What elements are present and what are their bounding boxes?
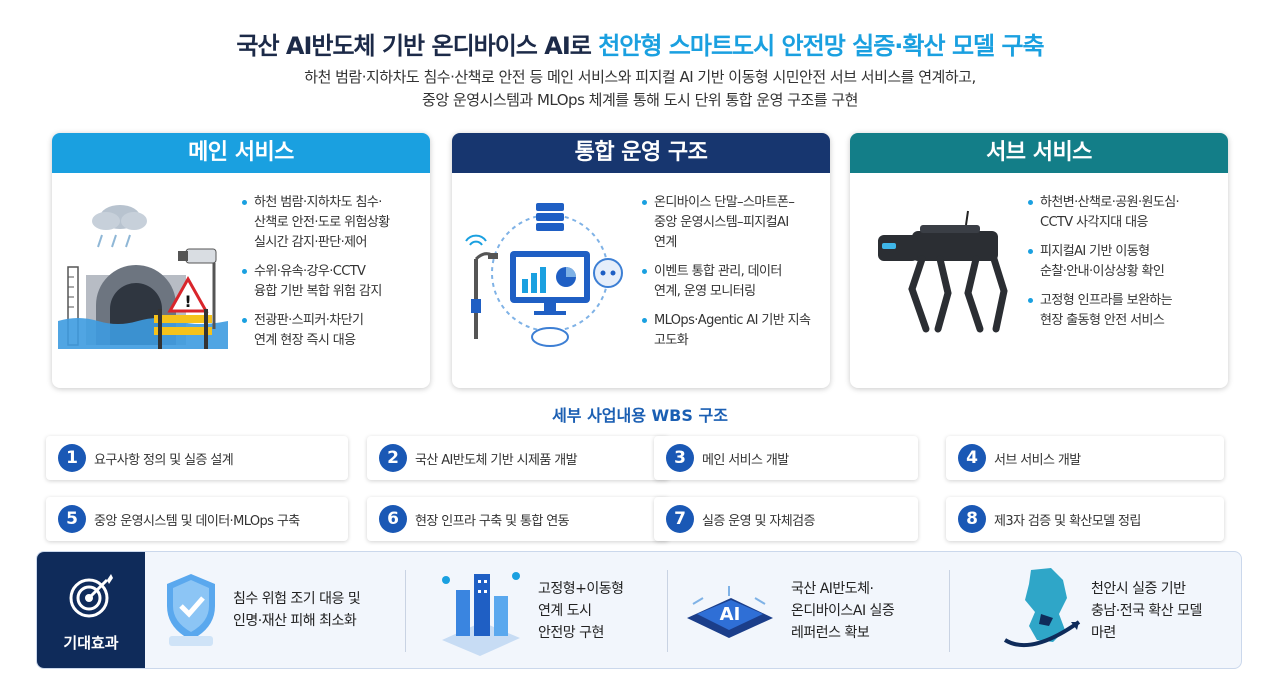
korea-map-icon bbox=[1003, 568, 1081, 648]
effect-item-1: 침수 위험 조기 대응 및 인명·재산 피해 최소화 bbox=[155, 552, 405, 668]
wbs-label-4: 서브 서비스 개발 bbox=[994, 452, 1081, 468]
effect-divider-2 bbox=[667, 570, 668, 652]
flood-tunnel-icon: ! bbox=[58, 205, 228, 349]
wbs-item-1: 1 요구사항 정의 및 실증 설계 bbox=[46, 436, 348, 480]
wbs-number-8: 8 bbox=[958, 505, 986, 533]
effect-text-1: 침수 위험 조기 대응 및 인명·재산 피해 최소화 bbox=[233, 591, 361, 629]
title-highlight: 천안형 스마트도시 안전망 실증·확산 모델 구축 bbox=[598, 32, 1044, 60]
robot-dog-icon bbox=[878, 210, 1008, 333]
ops-structure-card: 통합 운영 구조 bbox=[452, 133, 830, 388]
wbs-item-8: 8 제3자 검증 및 확산모델 정립 bbox=[946, 497, 1224, 541]
subtitle-line2: 중앙 운영시스템과 MLOps 체계를 통해 도시 단위 통합 운영 구조를 구… bbox=[422, 91, 858, 109]
wbs-item-5: 5 중앙 운영시스템 및 데이터·MLOps 구축 bbox=[46, 497, 348, 541]
main-service-bullets: 하천 범람·지하차도 침수· 산책로 안전·도로 위험상황 실시간 감지·판단·… bbox=[242, 193, 390, 360]
wbs-number-2: 2 bbox=[379, 444, 407, 472]
wbs-number-1: 1 bbox=[58, 444, 86, 472]
sub-service-card: 서브 서비스 하천변·산책로·공원·원도심· CCTV 사각지대 대응 피지컬A… bbox=[850, 133, 1228, 388]
effect-item-2: 고정형+이동형 연계 도시 안전망 구현 bbox=[422, 552, 667, 668]
effect-divider-3 bbox=[949, 570, 950, 652]
smart-city-icon bbox=[442, 572, 520, 656]
main-bullet-2: 수위·유속·강우·CCTV 융합 기반 복합 위험 감지 bbox=[242, 262, 390, 302]
wbs-label-7: 실증 운영 및 자체검증 bbox=[702, 513, 815, 529]
wbs-number-5: 5 bbox=[58, 505, 86, 533]
sub-service-title: 서브 서비스 bbox=[850, 133, 1228, 173]
effect-text-2: 고정형+이동형 연계 도시 안전망 구현 bbox=[538, 581, 624, 641]
wbs-item-2: 2 국산 AI반도체 기반 시제품 개발 bbox=[367, 436, 669, 480]
expected-effects-label-box: 기대효과 bbox=[37, 552, 145, 668]
wbs-label-2: 국산 AI반도체 기반 시제품 개발 bbox=[415, 452, 578, 468]
ops-structure-bullets: 온디바이스 단말–스마트폰– 중앙 운영시스템–피지컬AI 연계 이벤트 통합 … bbox=[642, 193, 811, 360]
ops-bullet-2: 이벤트 통합 관리, 데이터 연계, 운영 모니터링 bbox=[642, 262, 810, 302]
wbs-item-3: 3 메인 서비스 개발 bbox=[654, 436, 918, 480]
wbs-label-5: 중앙 운영시스템 및 데이터·MLOps 구축 bbox=[94, 513, 300, 529]
wbs-number-4: 4 bbox=[958, 444, 986, 472]
wbs-title: 세부 사업내용 WBS 구조 bbox=[552, 406, 728, 425]
wbs-item-6: 6 현장 인프라 구축 및 통합 연동 bbox=[367, 497, 669, 541]
expected-effects-label: 기대효과 bbox=[63, 634, 119, 652]
wbs-label-3: 메인 서비스 개발 bbox=[702, 452, 789, 468]
page-subtitle: 하천 범람·지하차도 침수·산책로 안전 등 메인 서비스와 피지컬 AI 기반… bbox=[0, 66, 1280, 112]
expected-effects-panel: 기대효과 침수 위험 조기 대응 및 인명·재산 피해 최소화 고정형+이동형 … bbox=[36, 551, 1242, 669]
wbs-label-1: 요구사항 정의 및 실증 설계 bbox=[94, 452, 234, 468]
wbs-item-4: 4 서브 서비스 개발 bbox=[946, 436, 1224, 480]
header: 국산 AI반도체 기반 온디바이스 AI로 천안형 스마트도시 안전망 실증·확… bbox=[0, 26, 1280, 112]
wbs-label-6: 현장 인프라 구축 및 통합 연동 bbox=[415, 513, 570, 529]
main-service-card: 메인 서비스 ! bbox=[52, 133, 430, 388]
main-bullet-1: 하천 범람·지하차도 침수· 산책로 안전·도로 위험상황 실시간 감지·판단·… bbox=[242, 193, 390, 253]
effect-text-3: 국산 AI반도체· 온디바이스AI 실증 레퍼런스 확보 bbox=[791, 581, 895, 641]
main-service-title: 메인 서비스 bbox=[52, 133, 430, 173]
effect-divider-1 bbox=[405, 570, 406, 652]
subtitle-line1: 하천 범람·지하차도 침수·산책로 안전 등 메인 서비스와 피지컬 AI 기반… bbox=[304, 68, 976, 86]
wbs-number-6: 6 bbox=[379, 505, 407, 533]
main-bullet-3: 전광판·스피커·차단기 연계 현장 즉시 대응 bbox=[242, 311, 390, 351]
title-part1: 국산 AI반도체 기반 온디바이스 AI로 bbox=[236, 32, 591, 60]
wbs-label-8: 제3자 검증 및 확산모델 정립 bbox=[994, 513, 1141, 529]
effect-item-3: AI 국산 AI반도체· 온디바이스AI 실증 레퍼런스 확보 bbox=[677, 552, 947, 668]
operation-system-icon bbox=[465, 203, 623, 347]
wbs-item-7: 7 실증 운영 및 자체검증 bbox=[654, 497, 918, 541]
effect-text-4: 천안시 실증 기반 충남·전국 확산 모델 마련 bbox=[1091, 581, 1202, 641]
svg-text:AI: AI bbox=[720, 604, 741, 625]
effect-item-4: 천안시 실증 기반 충남·전국 확산 모델 마련 bbox=[987, 552, 1237, 668]
shield-check-icon bbox=[167, 574, 215, 646]
target-icon bbox=[69, 574, 113, 618]
sub-bullet-1: 하천변·산책로·공원·원도심· CCTV 사각지대 대응 bbox=[1028, 193, 1180, 233]
wbs-number-7: 7 bbox=[666, 505, 694, 533]
ops-bullet-1: 온디바이스 단말–스마트폰– 중앙 운영시스템–피지컬AI 연계 bbox=[642, 193, 810, 253]
ops-structure-title: 통합 운영 구조 bbox=[452, 133, 830, 173]
sub-bullet-3: 고정형 인프라를 보완하는 현장 출동형 안전 서비스 bbox=[1028, 291, 1179, 331]
page-title: 국산 AI반도체 기반 온디바이스 AI로 천안형 스마트도시 안전망 실증·확… bbox=[0, 26, 1280, 61]
sub-service-bullets: 하천변·산책로·공원·원도심· CCTV 사각지대 대응 피지컬AI 기반 이동… bbox=[1028, 193, 1180, 340]
svg-text:!: ! bbox=[184, 292, 191, 311]
ops-bullet-3: MLOps·Agentic AI 기반 지속 고도화 bbox=[642, 311, 811, 351]
wbs-number-3: 3 bbox=[666, 444, 694, 472]
sub-bullet-2: 피지컬AI 기반 이동형 순찰·안내·이상상황 확인 bbox=[1028, 242, 1179, 282]
ai-chip-icon: AI bbox=[687, 586, 773, 638]
